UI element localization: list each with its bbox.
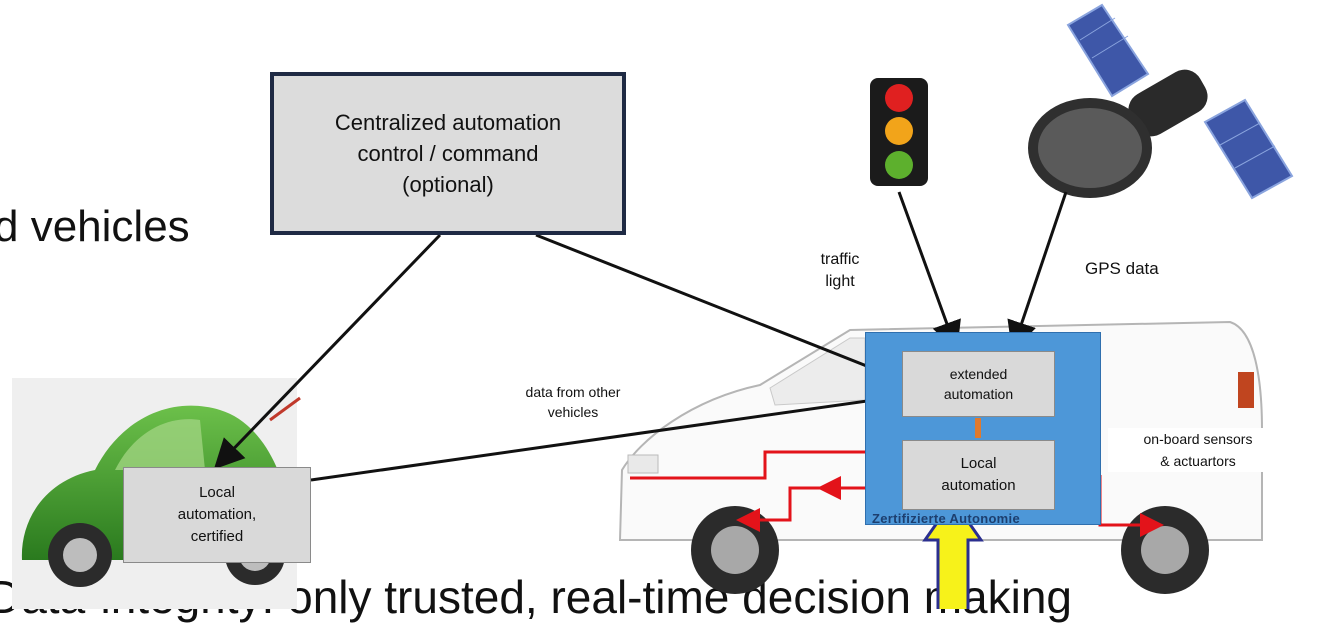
traffic-light-icon [870, 78, 928, 186]
car-window [115, 419, 205, 470]
gps-data-label: GPS data [1085, 259, 1159, 278]
satellite-icon [1028, 3, 1294, 200]
van-tail-light [1238, 372, 1254, 408]
satellite-panel-upper [1066, 3, 1150, 98]
satellite-body [1128, 69, 1208, 137]
centralized-automation-box: Centralized automation control / command… [270, 72, 626, 235]
black-arrows [213, 191, 1068, 482]
data-from-other-vehicles-label: data from other vehicles [525, 384, 621, 420]
red-arrow-front-sensor [630, 440, 906, 480]
arrow-gps [1007, 191, 1068, 352]
traffic-light-label: traffic light [820, 251, 860, 290]
slide-heading-fragment: d vehicles [0, 202, 190, 251]
arrow-car-to-extended [310, 384, 908, 482]
extended-automation-text: extended automation [943, 366, 1014, 402]
certification-label: Zertifizierte Autonomie [872, 511, 1020, 526]
van-local-automation-text: Local automation [941, 455, 1016, 494]
van-local-automation-box: Local automation [902, 440, 1055, 510]
van-headlight [627, 454, 659, 474]
arrow-central-to-extended [535, 233, 908, 386]
satellite-panel-lower [1203, 98, 1294, 200]
onboard-sensors-label: on-board sensors & actuartors [1108, 428, 1288, 472]
extended-automation-box: extended automation [902, 351, 1055, 417]
arrow-central-to-car [213, 233, 442, 470]
centralized-automation-text: Centralized automation control / command… [334, 110, 562, 197]
car-local-automation-box: Local automation, certified [123, 467, 311, 563]
arrow-traffic-light [897, 191, 961, 352]
car-local-automation-text: Local automation, certified [177, 484, 257, 545]
red-arrow-front-wheel [736, 486, 880, 532]
box-link-connector [975, 418, 981, 438]
car-antenna [269, 396, 301, 422]
